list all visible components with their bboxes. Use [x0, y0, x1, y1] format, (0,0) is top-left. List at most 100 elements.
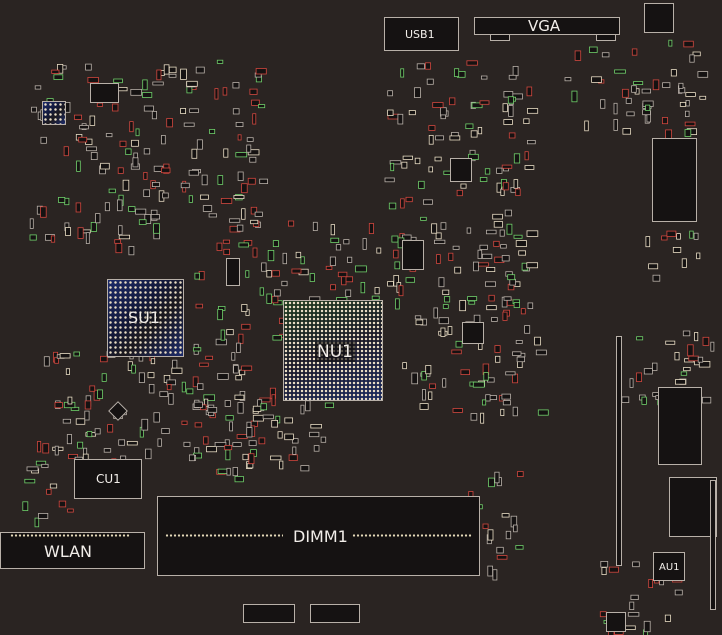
passive-component	[636, 336, 644, 341]
passive-component	[232, 108, 240, 115]
passive-component	[118, 234, 130, 240]
passive-component	[254, 211, 263, 217]
passive-component	[309, 431, 320, 438]
passive-component	[54, 445, 59, 456]
passive-component	[512, 373, 518, 384]
su1-label: SU1	[128, 308, 161, 327]
diamond-component	[108, 401, 128, 421]
passive-component	[135, 208, 147, 215]
passive-component	[117, 199, 123, 212]
passive-component	[502, 182, 509, 191]
passive-component	[117, 167, 124, 174]
passive-component	[508, 74, 517, 80]
passive-component	[329, 256, 336, 266]
passive-component	[248, 440, 257, 446]
passive-component	[252, 414, 264, 422]
passive-component	[662, 117, 669, 125]
passive-component	[447, 326, 453, 335]
passive-component	[508, 105, 514, 117]
passive-component	[245, 270, 250, 278]
passive-component	[214, 88, 219, 100]
passive-component	[192, 403, 204, 410]
passive-component	[501, 393, 511, 400]
passive-component	[685, 92, 696, 97]
passive-component	[242, 453, 249, 461]
passive-component	[513, 302, 520, 308]
passive-component	[193, 401, 203, 408]
passive-component	[500, 408, 505, 416]
passive-component	[614, 69, 626, 74]
passive-component	[591, 76, 602, 83]
passive-component	[527, 108, 539, 114]
passive-component	[246, 463, 254, 469]
passive-component	[284, 417, 293, 424]
passive-component	[495, 355, 501, 363]
passive-component	[520, 308, 526, 315]
passive-component	[641, 88, 651, 94]
passive-component	[89, 385, 96, 392]
passive-component	[646, 111, 651, 123]
passive-component	[444, 296, 451, 303]
passive-component	[193, 447, 200, 456]
passive-component	[492, 569, 498, 581]
passive-component	[238, 369, 246, 376]
passive-component	[272, 240, 279, 248]
passive-component	[90, 152, 98, 160]
passive-component	[508, 96, 514, 105]
passive-component	[487, 377, 495, 383]
passive-component	[223, 148, 229, 158]
passive-component	[194, 399, 200, 409]
passive-component	[233, 195, 245, 199]
passive-component	[131, 364, 136, 374]
passive-component	[345, 289, 352, 297]
passive-component	[496, 167, 503, 174]
passive-component	[686, 128, 698, 135]
passive-component	[589, 46, 598, 53]
passive-component	[414, 87, 421, 98]
passive-component	[142, 79, 148, 91]
passive-component	[195, 66, 205, 74]
passive-component	[193, 452, 203, 459]
passive-component	[503, 91, 514, 98]
passive-component	[454, 68, 460, 77]
passive-component	[188, 454, 195, 462]
passive-component	[85, 395, 92, 407]
passive-component	[626, 111, 635, 117]
passive-component	[201, 174, 208, 186]
passive-component	[523, 118, 530, 125]
vga-connector: VGA	[474, 17, 620, 35]
passive-component	[402, 155, 414, 160]
passive-component	[233, 365, 239, 374]
passive-component	[517, 356, 523, 368]
passive-component	[84, 410, 90, 421]
passive-component	[292, 446, 297, 455]
passive-component	[163, 374, 171, 383]
passive-component	[564, 77, 572, 82]
passive-component	[360, 281, 366, 294]
passive-component	[49, 483, 58, 489]
passive-component	[237, 402, 244, 414]
passive-component	[153, 412, 160, 423]
passive-component	[259, 397, 271, 403]
passive-component	[217, 305, 226, 311]
passive-component	[151, 181, 160, 187]
passive-component	[506, 299, 518, 306]
passive-component	[241, 208, 246, 220]
passive-component	[85, 63, 92, 71]
passive-component	[57, 65, 67, 70]
passive-component	[271, 270, 280, 277]
passive-component	[405, 277, 416, 283]
passive-component	[125, 148, 132, 155]
passive-component	[512, 93, 523, 100]
passive-component	[624, 625, 636, 631]
passive-component	[642, 103, 652, 109]
passive-component	[236, 434, 248, 439]
passive-component	[183, 441, 191, 447]
passive-component	[682, 330, 691, 337]
passive-component	[83, 447, 88, 458]
passive-component	[203, 394, 216, 401]
passive-component	[415, 319, 424, 326]
passive-component	[235, 152, 248, 158]
passive-component	[395, 298, 400, 310]
passive-component	[688, 355, 699, 362]
